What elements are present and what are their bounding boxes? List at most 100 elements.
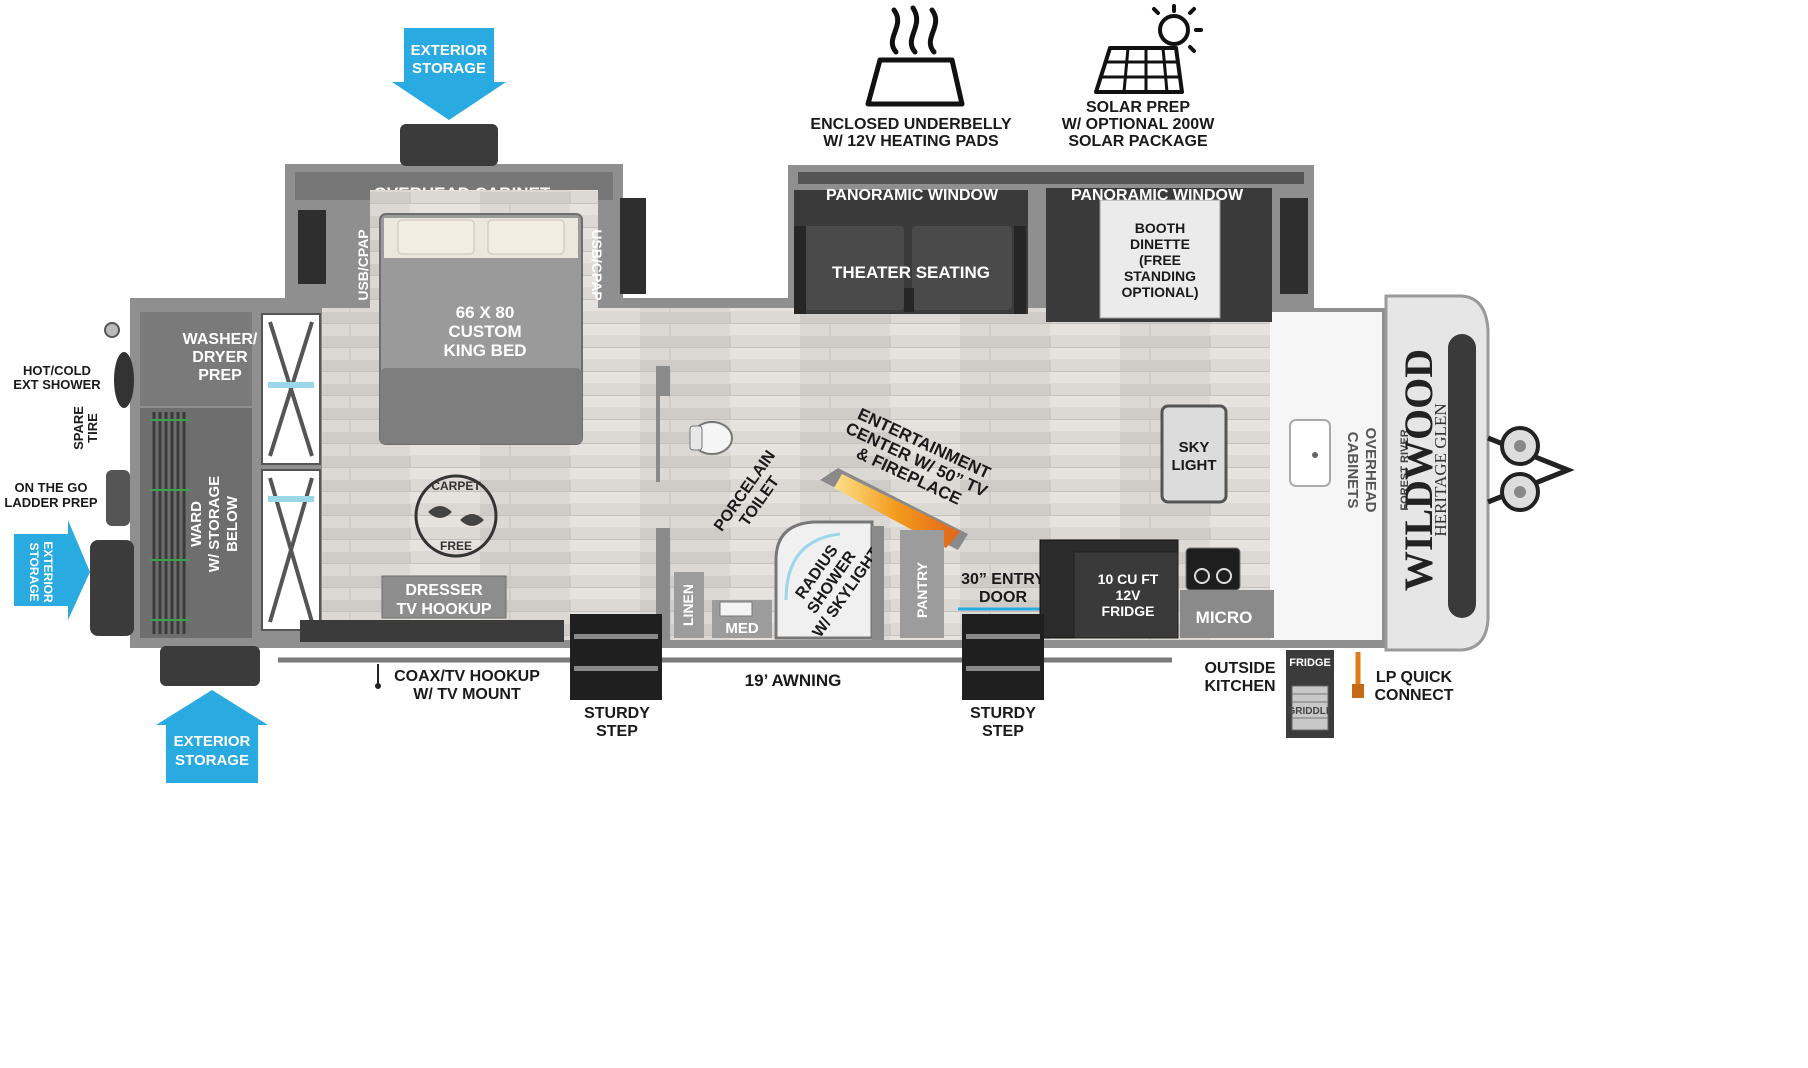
entry-door-line2: DOOR — [979, 589, 1027, 606]
rear-storage-hatch — [90, 540, 134, 636]
ladder-line2: LADDER PREP — [4, 495, 98, 510]
bed-line2: CUSTOM — [448, 322, 521, 341]
entry-door-line1: 30” ENTRY — [961, 571, 1045, 588]
pantry-label: PANTRY — [914, 561, 930, 618]
awning-label: 19’ AWNING — [745, 671, 842, 690]
storage-arrow-bottom: EXTERIOR STORAGE — [156, 690, 268, 783]
shower-head — [104, 322, 120, 338]
sink-icon — [1289, 419, 1331, 487]
solar-panel-icon — [1094, 46, 1184, 94]
storage-left-line2: STORAGE — [27, 542, 41, 601]
pantry: PANTRY — [900, 530, 944, 638]
heat-waves-icon — [865, 5, 965, 107]
coax-line1: COAX/TV HOOKUP — [394, 668, 540, 685]
carpet-free-line2: FREE — [440, 539, 472, 553]
underbelly-line2: W/ 12V HEATING PADS — [823, 133, 999, 150]
spare-tire-line2: TIRE — [85, 413, 100, 443]
skylight-line1: SKY — [1179, 439, 1210, 456]
fridge-line2: 12V — [1116, 587, 1142, 603]
wardrobe: WARD W/ STORAGE BELOW — [140, 408, 252, 638]
skylight: SKY LIGHT — [1160, 404, 1228, 504]
dinette-line3: (FREE — [1139, 252, 1181, 268]
solar-line1: SOLAR PREP — [1086, 99, 1190, 116]
usb-cpap-right: USB/CPAP — [589, 229, 605, 300]
carpet-free-icon: CARPET FREE — [414, 474, 498, 558]
dinette-line1: BOOTH — [1135, 220, 1186, 236]
top-storage-hatch — [400, 124, 498, 166]
hot-cold-line1: HOT/COLD — [23, 363, 91, 378]
ladder-line1: ON THE GO — [15, 480, 88, 495]
ladder-bracket — [106, 470, 130, 526]
lp-line1: LP QUICK — [1376, 669, 1453, 686]
spare-tire — [114, 352, 134, 408]
bed-line1: 66 X 80 — [456, 303, 515, 322]
king-bed: 66 X 80 CUSTOM KING BED — [379, 213, 583, 445]
dresser-line2: TV HOOKUP — [396, 601, 491, 618]
washer-dryer-area — [140, 312, 252, 406]
theater-seating-label: THEATER SEATING — [832, 263, 990, 282]
lp-line2: CONNECT — [1374, 687, 1453, 704]
storage-bottom-line2: STORAGE — [175, 752, 249, 769]
dresser-line1: DRESSER — [405, 582, 483, 599]
storage-top-line1: EXTERIOR — [411, 42, 488, 59]
sturdy-step-2[interactable] — [962, 614, 1044, 700]
overhead-cabinets-line2: CABINETS — [1344, 432, 1361, 509]
wardrobe-line2: W/ STORAGE — [206, 476, 223, 572]
bottom-storage-hatch — [160, 646, 260, 686]
entertainment-center: ENTERTAINMENT CENTER W/ 50” TV & FIREPLA… — [820, 404, 994, 550]
fridge: 10 CU FT 12V FRIDGE — [1039, 539, 1179, 639]
coax-tv-hookup — [375, 664, 381, 689]
storage-arrow-left: EXTERIOR STORAGE — [14, 520, 90, 620]
barn-door-upper[interactable] — [261, 313, 321, 465]
washer-line1: WASHER/ — [183, 331, 258, 348]
overhead-cabinets-line1: OVERHEAD — [1362, 427, 1379, 512]
wardrobe-line3: BELOW — [224, 495, 241, 552]
carpet-free-line1: CARPET — [431, 479, 481, 493]
theater-seating: THEATER SEATING — [794, 190, 1028, 314]
solar-line3: SOLAR PACKAGE — [1068, 133, 1208, 150]
micro-label: MICRO — [1196, 608, 1253, 627]
coax-line2: W/ TV MOUNT — [413, 686, 521, 703]
dinette-line5: OPTIONAL) — [1122, 284, 1199, 300]
step2-line2: STEP — [982, 723, 1024, 740]
solar-line2: W/ OPTIONAL 200W — [1062, 116, 1216, 133]
hot-cold-line2: EXT SHOWER — [13, 377, 101, 392]
brand-name: WILDWOOD — [1396, 349, 1441, 591]
linen-closet: LINEN — [674, 572, 704, 638]
brand-sub: HERITAGE GLEN — [1431, 403, 1450, 536]
storage-left-line1: EXTERIOR — [41, 541, 55, 603]
storage-bottom-line1: EXTERIOR — [174, 733, 251, 750]
sturdy-step-1[interactable] — [570, 614, 662, 700]
griddle-label: GRIDDLE — [1288, 706, 1333, 717]
linen-label: LINEN — [680, 584, 696, 626]
microwave: MICRO — [1180, 590, 1274, 638]
storage-arrow-top: EXTERIOR STORAGE — [392, 28, 506, 120]
outside-fridge-label: FRIDGE — [1289, 657, 1331, 669]
nightstand-cabinet — [300, 620, 564, 642]
lp-quick-connect — [1352, 652, 1364, 698]
usb-cpap-left: USB/CPAP — [355, 229, 371, 300]
hitch — [1487, 426, 1575, 512]
radius-shower: RADIUS SHOWER W/ SKYLIGHT — [774, 520, 884, 641]
washer-line3: PREP — [198, 367, 242, 384]
outside-kitchen-line2: KITCHEN — [1204, 678, 1275, 695]
sun-icon — [1152, 4, 1203, 53]
bed-line3: KING BED — [443, 341, 526, 360]
storage-top-line2: STORAGE — [412, 60, 486, 77]
toilet-icon — [689, 421, 733, 455]
step2-line1: STURDY — [970, 705, 1036, 722]
spare-tire-line1: SPARE — [71, 406, 86, 450]
fridge-line1: 10 CU FT — [1098, 571, 1159, 587]
dresser: DRESSER TV HOOKUP — [381, 575, 507, 619]
outside-kitchen[interactable]: FRIDGE GRIDDLE — [1286, 650, 1334, 738]
barn-door-lower[interactable] — [261, 469, 321, 631]
panoramic-window-2: PANORAMIC WINDOW — [1071, 187, 1244, 204]
booth-dinette: BOOTH DINETTE (FREE STANDING OPTIONAL) — [1046, 188, 1272, 322]
panoramic-window-1: PANORAMIC WINDOW — [826, 187, 999, 204]
brand-small: FOREST RIVER — [1399, 429, 1411, 510]
outside-kitchen-line1: OUTSIDE — [1204, 660, 1275, 677]
dinette-line2: DINETTE — [1130, 236, 1190, 252]
medicine-cabinet: MED — [712, 600, 772, 638]
stove-icon — [1185, 547, 1241, 591]
